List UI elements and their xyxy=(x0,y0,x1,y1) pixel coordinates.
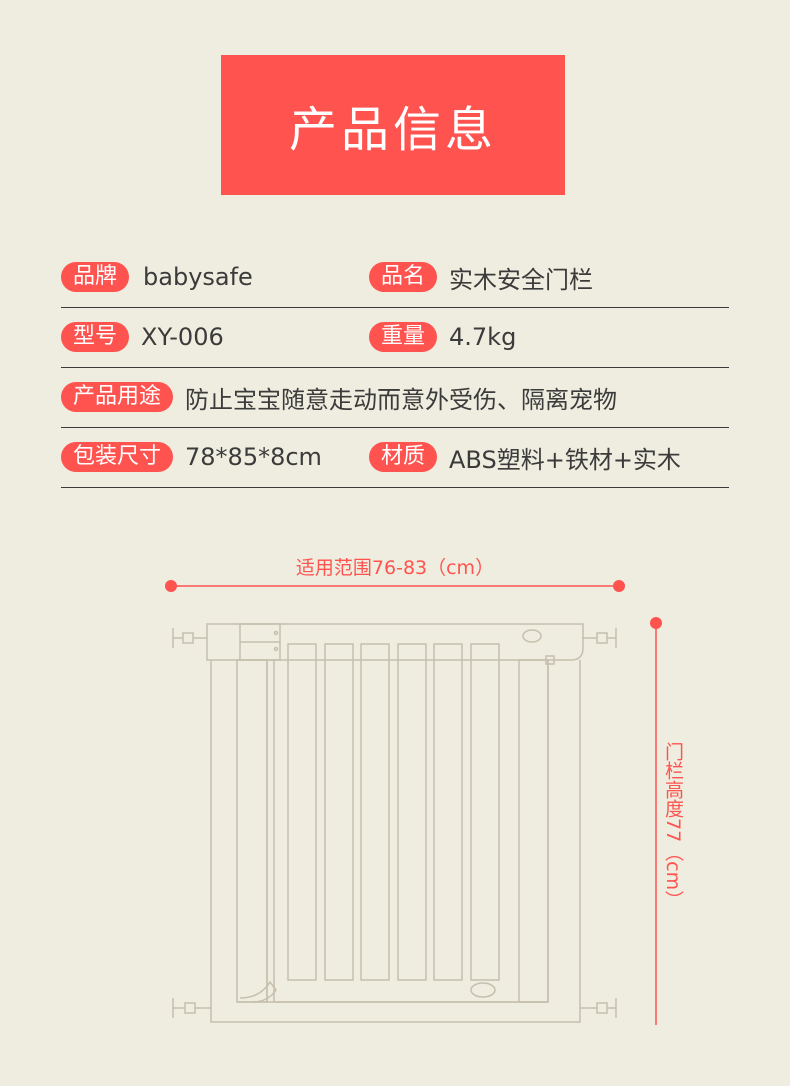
spec-label-weight: 重量 xyxy=(369,322,438,352)
spec-value-package-size: 78*85*8cm xyxy=(185,443,322,471)
spec-usage: 产品用途 防止宝宝随意走动而意外受伤、隔离宠物 xyxy=(61,367,617,427)
spec-row-brand: 品牌 babysafe 品名 实木安全门栏 xyxy=(61,247,729,308)
width-dimension-end-dot xyxy=(613,580,625,592)
spec-label-brand: 品牌 xyxy=(61,262,130,292)
page-title: 产品信息 xyxy=(288,102,497,158)
spec-label-product-name: 品名 xyxy=(369,262,438,292)
gate-dimension-diagram: 适用范围76-83（cm） xyxy=(0,520,790,1086)
height-dimension-start-dot xyxy=(650,617,662,629)
spec-label-usage: 产品用途 xyxy=(61,382,174,412)
spec-value-model: XY-006 xyxy=(141,323,224,351)
spec-label-model: 型号 xyxy=(61,322,130,352)
height-label: 门栏高度77（cm） xyxy=(662,742,684,910)
spec-value-brand: babysafe xyxy=(143,263,253,291)
spec-label-material: 材质 xyxy=(369,442,438,472)
spec-product-name: 品名 实木安全门栏 xyxy=(369,247,593,307)
spec-material: 材质 ABS塑料+铁材+实木 xyxy=(369,427,681,487)
spec-value-material: ABS塑料+铁材+实木 xyxy=(449,445,681,474)
spec-row-model: 型号 XY-006 重量 4.7kg xyxy=(61,307,729,368)
gate-drawing xyxy=(165,580,662,1025)
spec-model: 型号 XY-006 xyxy=(61,307,224,367)
width-dimension-start-dot xyxy=(165,580,177,592)
gate-outline xyxy=(172,623,617,1023)
spec-brand: 品牌 babysafe xyxy=(61,247,253,307)
spec-package-size: 包装尺寸 78*85*8cm xyxy=(61,427,322,487)
width-range-label: 适用范围76-83（cm） xyxy=(295,557,495,579)
spec-row-package: 包装尺寸 78*85*8cm 材质 ABS塑料+铁材+实木 xyxy=(61,427,729,488)
page-title-banner: 产品信息 xyxy=(221,55,565,195)
spec-value-product-name: 实木安全门栏 xyxy=(449,265,594,294)
spec-label-package-size: 包装尺寸 xyxy=(61,442,174,472)
spec-value-weight: 4.7kg xyxy=(449,323,517,351)
spec-value-usage: 防止宝宝随意走动而意外受伤、隔离宠物 xyxy=(185,385,618,414)
spec-row-usage: 产品用途 防止宝宝随意走动而意外受伤、隔离宠物 xyxy=(61,367,729,428)
spec-weight: 重量 4.7kg xyxy=(369,307,516,367)
